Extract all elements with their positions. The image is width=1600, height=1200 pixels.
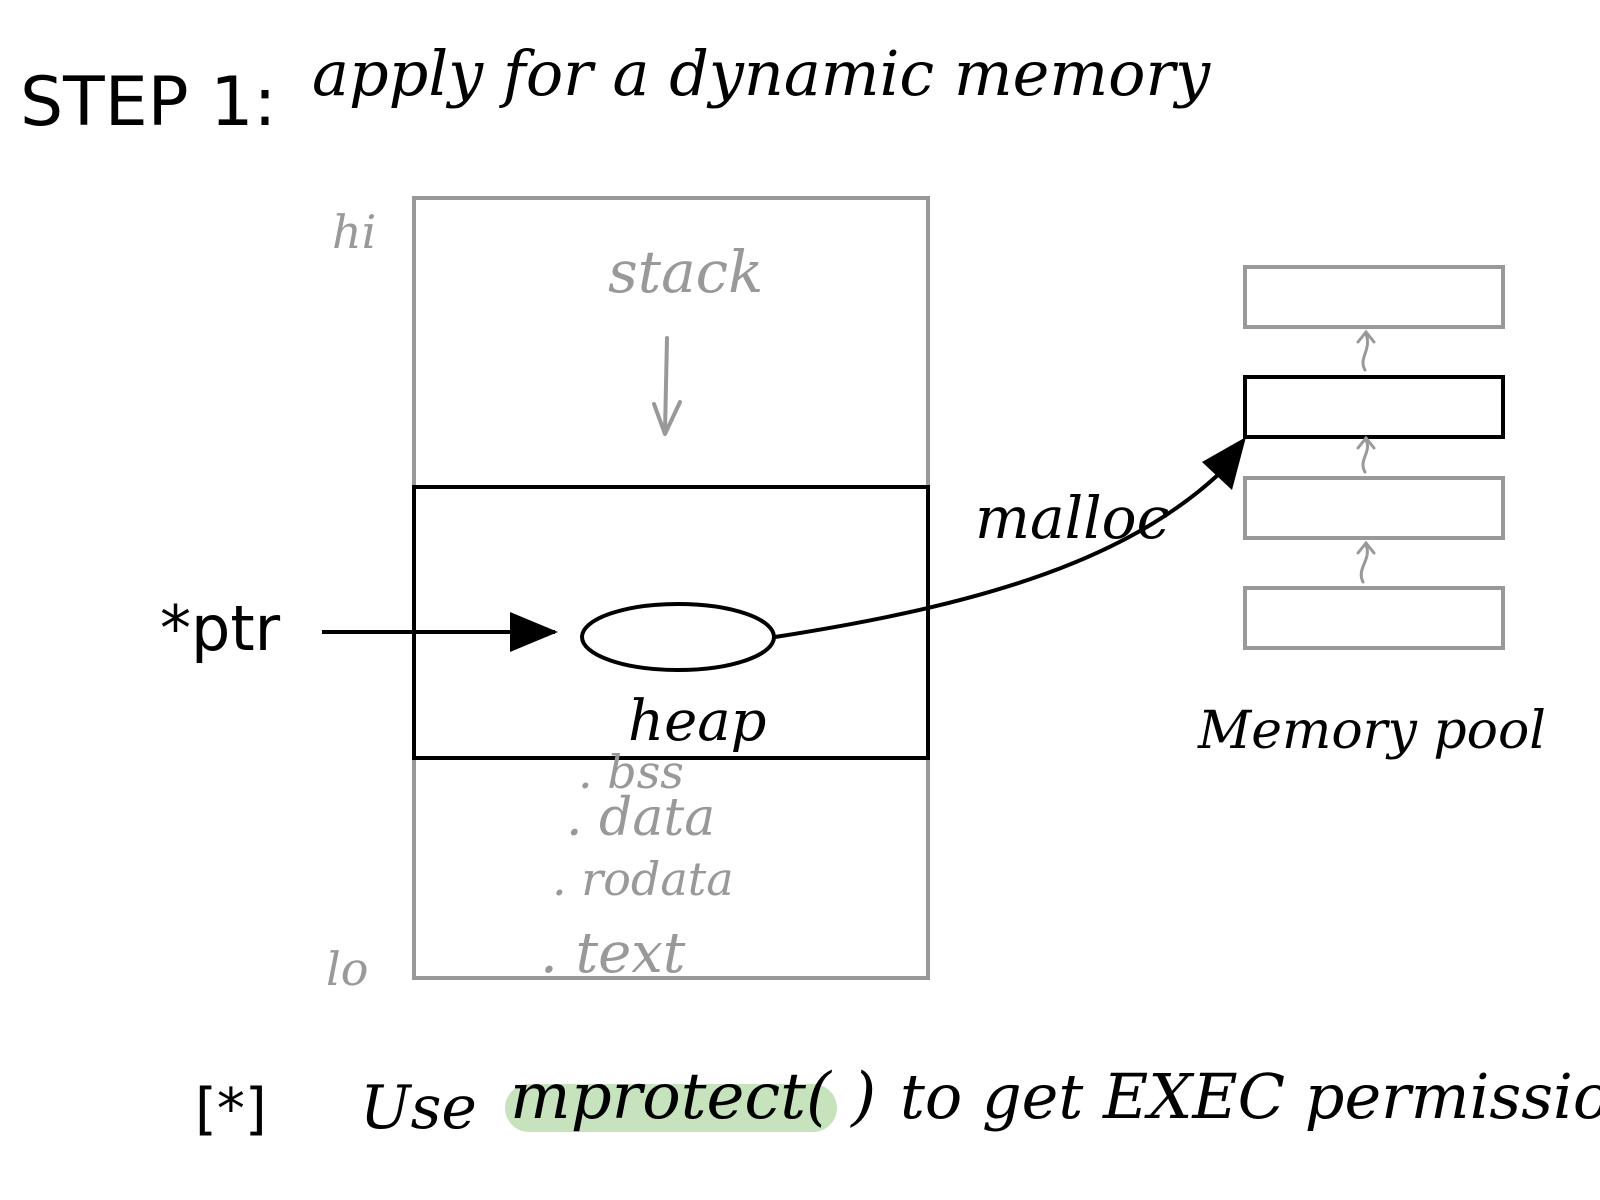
pointer-label: *ptr bbox=[160, 592, 281, 665]
stack-arrow-head bbox=[652, 400, 682, 436]
title-step: STEP 1: bbox=[20, 63, 276, 142]
malloc-arrow bbox=[774, 453, 1240, 639]
heap-box bbox=[412, 485, 930, 760]
hi-label: hi bbox=[332, 205, 376, 259]
malloc-arrow-head bbox=[1202, 437, 1246, 490]
heap-allocation bbox=[580, 602, 776, 672]
lo-label: lo bbox=[326, 942, 368, 996]
pool-link-2 bbox=[1356, 435, 1376, 474]
mprotect-highlight bbox=[505, 1084, 837, 1132]
note-prefix: [*] bbox=[195, 1077, 267, 1142]
stack-label: stack bbox=[608, 238, 763, 306]
pool-block-2-selected bbox=[1243, 375, 1505, 439]
segment-bss: . bss bbox=[578, 745, 684, 799]
pool-link-3 bbox=[1356, 540, 1376, 584]
segment-rodata: . rodata bbox=[552, 852, 734, 906]
pool-link-1 bbox=[1356, 329, 1376, 372]
pool-block-3 bbox=[1243, 476, 1505, 540]
title-text: apply for a dynamic memory bbox=[312, 37, 1211, 110]
pool-block-4 bbox=[1243, 586, 1505, 650]
pool-block-1 bbox=[1243, 265, 1505, 329]
memory-pool-label: Memory pool bbox=[1197, 701, 1546, 761]
segment-text: . text bbox=[540, 921, 686, 986]
heap-label: heap bbox=[628, 689, 766, 754]
note-use: Use bbox=[360, 1073, 477, 1143]
note-highlight: mprotect( ) bbox=[510, 1060, 876, 1134]
segment-data: . data bbox=[566, 788, 715, 848]
stack-growth-arrow bbox=[663, 336, 669, 434]
pointer-arrow-head bbox=[510, 612, 558, 652]
note-rest: to get EXEC permission bbox=[900, 1060, 1600, 1133]
malloc-label: malloc bbox=[975, 484, 1169, 552]
